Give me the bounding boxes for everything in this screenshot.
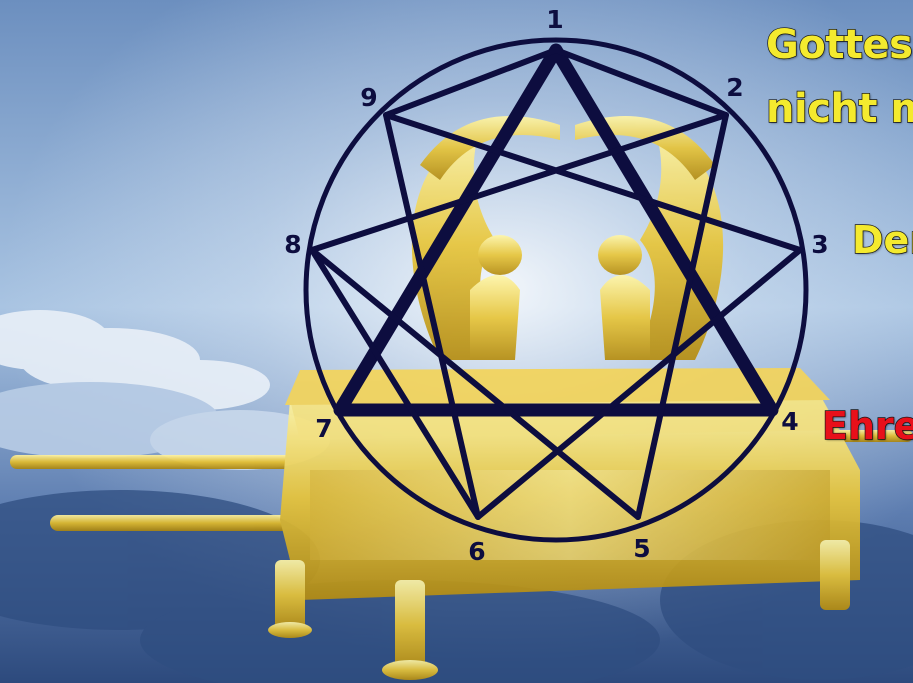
vertex-label-7: 7 [315,414,332,443]
vertex-label-4: 4 [781,407,798,436]
vertex-label-8: 8 [284,230,301,259]
vertex-label-6: 6 [468,537,485,566]
caption-line-2: nicht m [766,86,913,132]
vertex-label-2: 2 [726,73,743,102]
caption-line-4: Ehre [822,404,913,448]
caption-line-3: Der [852,218,913,262]
vertex-label-1: 1 [546,5,563,34]
vertex-label-3: 3 [811,230,828,259]
vertex-label-5: 5 [633,534,650,563]
vertex-label-9: 9 [360,83,377,112]
caption-line-1: Gottes I [766,22,913,68]
